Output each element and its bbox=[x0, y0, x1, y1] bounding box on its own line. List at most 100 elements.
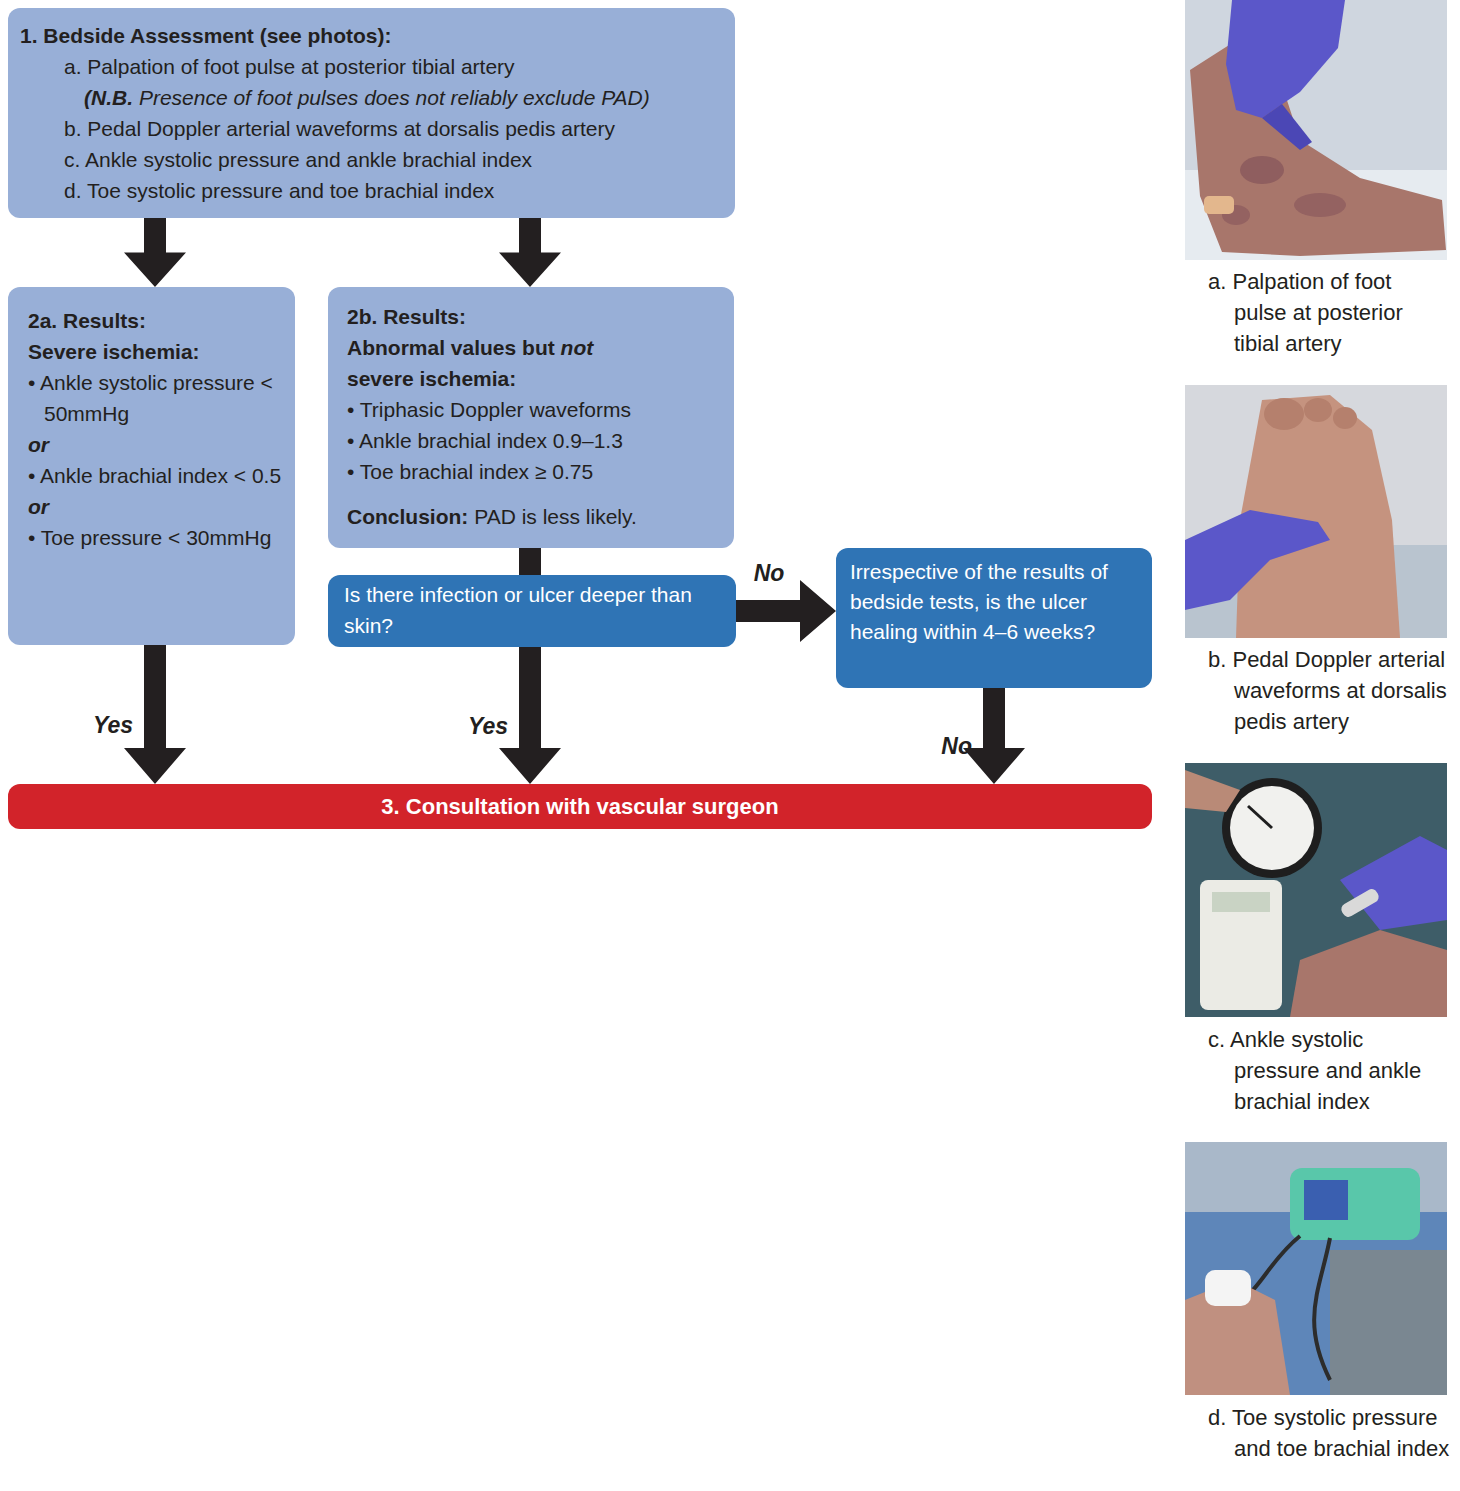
operator-hand bbox=[1185, 770, 1240, 812]
text-row: Abnormal values butnot severe ischemia: bbox=[347, 332, 724, 394]
box-text: • Ankle brachial index < 0.5 bbox=[28, 464, 281, 487]
gloved-hand bbox=[1340, 836, 1447, 930]
toe bbox=[1333, 407, 1357, 429]
photo-ankle-pressure bbox=[1185, 763, 1447, 1017]
text-row: 3. Consultation with vascular surgeon bbox=[381, 791, 778, 822]
photo-background bbox=[1185, 385, 1447, 638]
flow-arrow bbox=[736, 580, 836, 642]
edge-label: No bbox=[941, 732, 972, 760]
box-text: • Ankle brachial index 0.9–1.3 bbox=[347, 429, 623, 452]
photo-background bbox=[1185, 763, 1447, 1017]
flow-arrow bbox=[124, 218, 186, 287]
device-screen bbox=[1304, 1180, 1348, 1220]
photo-background bbox=[1185, 1142, 1447, 1395]
photo-caption: c. Ankle systolic pressure and ankle bra… bbox=[1208, 1024, 1450, 1117]
text-row: 2b. Results: bbox=[347, 301, 724, 332]
box-text: PAD is less likely. bbox=[474, 501, 637, 532]
assessment-box: 1. Bedside Assessment (see photos): a. Pa… bbox=[8, 8, 735, 218]
box-text: • Toe brachial index ≥ 0.75 bbox=[347, 460, 593, 483]
decision-box: Is there infection or ulcer deeper than … bbox=[328, 575, 736, 647]
box-heading: 2a. Results: bbox=[28, 309, 146, 332]
box-text: severe ischemia: bbox=[347, 363, 516, 394]
skin-discoloration bbox=[1294, 193, 1346, 217]
box-text: or bbox=[28, 495, 49, 518]
result-box: 2b. Results: Abnormal values butnot severe… bbox=[328, 287, 734, 548]
box-text: • Ankle systolic pressure < 50mmHg bbox=[28, 371, 273, 425]
cuff-tube bbox=[1314, 1238, 1330, 1380]
edge-label: No bbox=[754, 559, 785, 587]
box-text: a. Palpation of foot pulse at posterior … bbox=[64, 55, 515, 78]
outcome-bar: 3. Consultation with vascular surgeon bbox=[8, 784, 1152, 829]
flow-arrow bbox=[499, 647, 561, 784]
text-row: a. Palpation of foot pulse at posterior … bbox=[20, 51, 723, 82]
text-row: • Toe brachial index ≥ 0.75 bbox=[347, 456, 724, 487]
text-row: d. Toe systolic pressure and toe brachia… bbox=[20, 175, 723, 206]
text-row: • Ankle brachial index 0.9–1.3 bbox=[347, 425, 724, 456]
box-text: d. Toe systolic pressure and toe brachia… bbox=[64, 179, 494, 202]
edge-label: Yes bbox=[93, 711, 133, 739]
text-row: c. Ankle systolic pressure and ankle bra… bbox=[20, 144, 723, 175]
gloved-finger bbox=[1262, 104, 1312, 150]
skin-discoloration bbox=[1240, 156, 1284, 184]
text-row: Is there infection or ulcer deeper than … bbox=[344, 579, 724, 641]
photo-background bbox=[1185, 0, 1447, 260]
box-text: • Toe pressure < 30mmHg bbox=[28, 526, 271, 549]
toe-pressure-device bbox=[1290, 1168, 1420, 1240]
box-text: Abnormal values but bbox=[347, 332, 555, 363]
box-text: Conclusion: bbox=[347, 501, 468, 532]
text-row: b. Pedal Doppler arterial waveforms at d… bbox=[20, 113, 723, 144]
text-row: • Toe pressure < 30mmHg bbox=[28, 522, 285, 553]
gloved-hand bbox=[1226, 0, 1345, 118]
box-text: • Triphasic Doppler waveforms bbox=[347, 398, 631, 421]
doppler-device bbox=[1200, 880, 1282, 1010]
doppler-probe bbox=[1339, 887, 1381, 919]
text-row: Conclusion:PAD is less likely. bbox=[347, 501, 724, 532]
toe bbox=[1304, 398, 1332, 422]
gauge-needle bbox=[1248, 806, 1272, 828]
text-row: or bbox=[28, 429, 285, 460]
box-text: Irrespective of the results of bedside t… bbox=[850, 560, 1108, 643]
result-box: 2a. Results: Severe ischemia: • Ankle syst… bbox=[8, 287, 295, 645]
flow-arrow bbox=[963, 688, 1025, 784]
photo-toe-pressure bbox=[1185, 1142, 1447, 1395]
box-text: c. Ankle systolic pressure and ankle bra… bbox=[64, 148, 532, 171]
floor bbox=[1330, 1250, 1447, 1395]
text-row: (N.B.Presence of foot pulses does not re… bbox=[20, 82, 723, 113]
text-row: • Triphasic Doppler waveforms bbox=[347, 394, 724, 425]
box-text: b. Pedal Doppler arterial waveforms at d… bbox=[64, 117, 615, 140]
box-text: (N.B. bbox=[84, 82, 133, 113]
toe-cuff bbox=[1205, 1270, 1251, 1306]
gloved-hand bbox=[1185, 510, 1330, 610]
text-row: 1. Bedside Assessment (see photos): bbox=[20, 20, 723, 51]
text-row: • Ankle systolic pressure < 50mmHg bbox=[28, 367, 285, 429]
box-text: Is there infection or ulcer deeper than … bbox=[344, 583, 692, 637]
photo-caption: a. Palpation of foot pulse at posterior … bbox=[1208, 266, 1450, 359]
box-heading: 2b. Results: bbox=[347, 305, 466, 328]
box-text: not bbox=[561, 332, 594, 363]
photo-palpation bbox=[1185, 0, 1447, 260]
box-text: Presence of foot pulses does not reliabl… bbox=[139, 82, 650, 113]
photo-caption: b. Pedal Doppler arterial waveforms at d… bbox=[1208, 644, 1450, 737]
gauge-face bbox=[1230, 786, 1314, 870]
box-heading: 1. Bedside Assessment (see photos): bbox=[20, 24, 392, 47]
wound-dressing bbox=[1204, 196, 1234, 214]
flow-arrow bbox=[124, 645, 186, 784]
text-row: 2a. Results: bbox=[28, 305, 285, 336]
box-heading: 3. Consultation with vascular surgeon bbox=[381, 794, 778, 819]
photo-doppler-waveform bbox=[1185, 385, 1447, 638]
flow-arrow bbox=[519, 548, 541, 575]
edge-label: Yes bbox=[468, 712, 508, 740]
toe bbox=[1264, 398, 1304, 430]
text-row: • Ankle brachial index < 0.5 bbox=[28, 460, 285, 491]
foot-skin bbox=[1290, 930, 1447, 1017]
decision-box: Irrespective of the results of bedside t… bbox=[836, 548, 1152, 688]
flow-arrow bbox=[499, 218, 561, 287]
photo-caption: d. Toe systolic pressure and toe brachia… bbox=[1208, 1402, 1450, 1464]
box-text: or bbox=[28, 433, 49, 456]
text-row: Irrespective of the results of bedside t… bbox=[850, 557, 1142, 647]
text-row: Severe ischemia: bbox=[28, 336, 285, 367]
box-text: Severe ischemia: bbox=[28, 340, 200, 363]
device-screen bbox=[1212, 892, 1270, 912]
